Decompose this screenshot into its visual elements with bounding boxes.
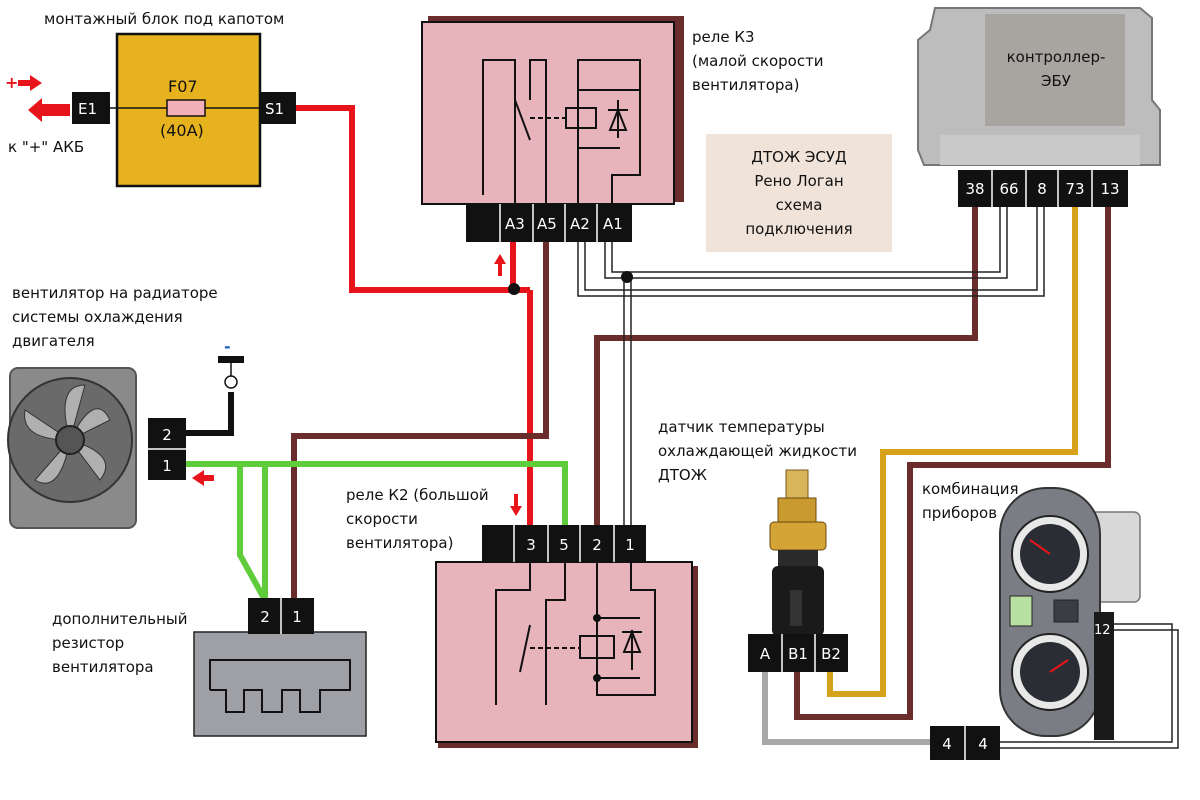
sensor-pin-b1: B1 (788, 645, 808, 663)
fuse-icon (166, 99, 206, 117)
wire-black-ground (186, 392, 234, 436)
junction-a1 (621, 271, 633, 283)
wire-green-1 (186, 461, 268, 602)
svg-text:A2: A2 (570, 215, 590, 233)
resistor-element (209, 659, 351, 713)
sensor-pin-b2: B2 (821, 645, 841, 663)
relay-k2-schematic (495, 560, 656, 705)
svg-text:13: 13 (1100, 180, 1119, 198)
ecu-label-1: контроллер- (1007, 48, 1106, 66)
wire-gray-sensor (762, 672, 930, 745)
wire-double-a1 (604, 207, 1008, 279)
sensor-label-2: охлаждающей жидкости (658, 442, 857, 460)
fuse-name: F07 (168, 77, 198, 96)
wire-green-2 (240, 461, 568, 525)
title-line-1: ДТОЖ ЭСУД (751, 148, 846, 166)
sensor-pin-a: A (760, 645, 771, 663)
svg-text:A5: A5 (537, 215, 557, 233)
ecu-connector (958, 170, 1128, 207)
arrow-right-icon (18, 75, 42, 91)
resistor-pin-2: 2 (260, 608, 270, 626)
sensor-icon (769, 469, 827, 636)
mount-block-label: монтажный блок под капотом (44, 10, 284, 28)
svg-text:73: 73 (1065, 180, 1084, 198)
fan-pin-2: 2 (162, 426, 172, 444)
resistor-pin-1: 1 (292, 608, 302, 626)
fan-label-3: двигателя (12, 332, 95, 350)
ecu-label-2: ЭБУ (1041, 72, 1071, 90)
svg-text:2: 2 (592, 536, 602, 554)
wire-brown-ecu13 (794, 207, 1111, 720)
arrow-down-icon (510, 494, 522, 516)
arrow-left-icon (28, 98, 70, 122)
sensor-connector (748, 634, 848, 672)
wire-red-main (296, 105, 513, 293)
junction-red (508, 283, 520, 295)
svg-text:3: 3 (526, 536, 536, 554)
svg-text:66: 66 (999, 180, 1018, 198)
svg-text:38: 38 (965, 180, 984, 198)
diode-icon (608, 107, 628, 131)
resistor-body (193, 631, 367, 737)
relay-k3-label-3: вентилятора) (692, 76, 799, 94)
cluster-label-2: приборов (922, 504, 997, 522)
wire-double-a2 (577, 207, 1045, 297)
resistor-label-3: вентилятора (52, 658, 154, 676)
svg-text:8: 8 (1037, 180, 1047, 198)
ground-minus: - (224, 337, 231, 356)
battery-label: к "+" АКБ (8, 138, 84, 156)
title-line-4: подключения (745, 220, 852, 238)
cluster-connector-pin-2: 4 (978, 735, 988, 753)
fuse-rating: (40A) (160, 121, 204, 140)
cluster-label-1: комбинация (922, 480, 1019, 498)
relay-k3-pins: A3 A5 A2 A1 (499, 204, 623, 242)
fan-label-2: системы охлаждения (12, 308, 183, 326)
relay-k2-label-2: скорости (346, 510, 418, 528)
fan-icon (7, 367, 137, 529)
svg-text:1: 1 (625, 536, 635, 554)
relay-k2-pins: 3 5 2 1 (513, 525, 635, 562)
fan-label-1: вентилятор на радиаторе (12, 284, 218, 302)
relay-k3-body (421, 21, 675, 205)
ecu-body (917, 7, 1161, 166)
svg-text:A3: A3 (505, 215, 525, 233)
title-line-3: схема (776, 196, 823, 214)
sensor-label-3: ДТОЖ (658, 466, 707, 484)
title-box (706, 134, 892, 252)
resistor-label-2: резистор (52, 634, 124, 652)
relay-k3-connector (466, 204, 632, 242)
ecu-pins: 38 66 8 73 13 (965, 170, 1120, 207)
svg-text:A1: A1 (603, 215, 623, 233)
fan-pin-1: 1 (162, 457, 172, 475)
relay-k2-connector (482, 525, 646, 562)
relay-k2-label-3: вентилятора) (346, 534, 453, 552)
sensor-label-1: датчик температуры (658, 418, 825, 436)
plus-sign: + (5, 73, 18, 92)
relay-k3-schematic (482, 59, 641, 210)
cluster-connector-pin-1: 4 (942, 735, 952, 753)
relay-k2-label-1: реле К2 (большой (346, 486, 489, 504)
wire-brown-a5 (291, 242, 549, 600)
cluster-pin-12: 12 (1094, 623, 1111, 638)
wire-cluster-loop (1000, 623, 1179, 749)
relay-k3-label-1: реле К3 (692, 28, 755, 46)
relay-k3-label-2: (малой скорости (692, 52, 824, 70)
arrow-left-fan-icon (192, 470, 214, 486)
diode-k2-icon (622, 629, 642, 653)
title-line-2: Рено Логан (754, 172, 843, 190)
pin-e1: E1 (78, 100, 97, 118)
wire-double-k2-1 (623, 278, 632, 525)
instrument-cluster-icon (999, 487, 1141, 740)
resistor-label-1: дополнительный (52, 610, 187, 628)
svg-text:5: 5 (559, 536, 569, 554)
wire-gold-ecu73 (827, 207, 1078, 697)
arrow-up-icon (494, 254, 506, 276)
ground-terminal-icon (224, 375, 238, 389)
pin-s1: S1 (265, 100, 284, 118)
